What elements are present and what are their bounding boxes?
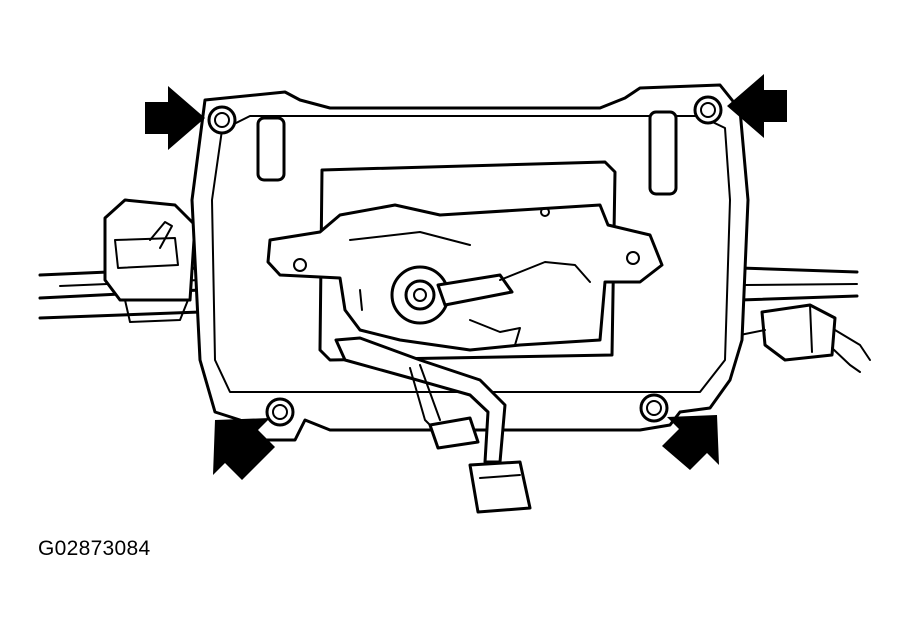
mounting-slots (256, 110, 678, 196)
bolt-icon (207, 105, 237, 135)
left-switch-housing (103, 198, 197, 323)
wire-harness (334, 336, 532, 514)
bolt-icon (265, 397, 295, 427)
figure-code: G02873084 (38, 537, 151, 560)
pointer-arrow-icon (727, 74, 787, 138)
right-connector (739, 303, 871, 373)
pointer-arrows (145, 74, 787, 480)
bolts (207, 95, 723, 427)
pointer-arrow-icon (662, 415, 719, 470)
column-mechanism (266, 203, 664, 352)
pointer-arrow-icon (145, 86, 205, 150)
pointer-arrow-icon (213, 418, 275, 480)
bolt-icon (639, 393, 669, 423)
bolt-icon (693, 95, 723, 125)
